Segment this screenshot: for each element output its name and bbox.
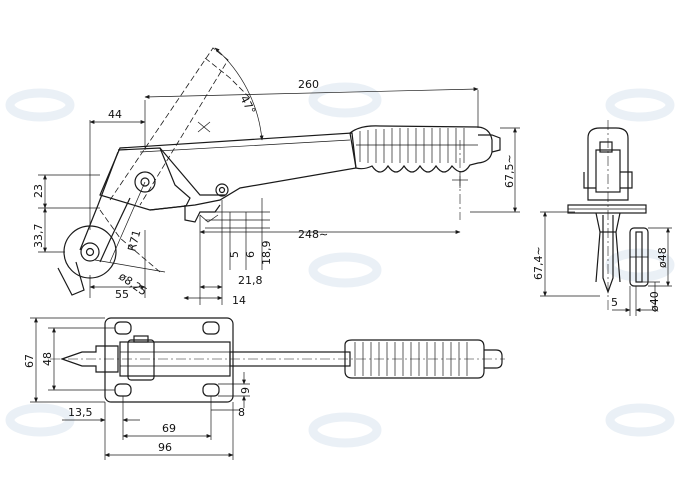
dim-5-side: 5 [228, 251, 241, 258]
dim-69: 69 [162, 422, 176, 435]
dim-21-8: 21,8 [238, 274, 263, 287]
dim-14: 14 [232, 294, 246, 307]
dim-d40: ø40 [648, 291, 661, 312]
dim-44: 44 [108, 108, 122, 121]
plan-view: 67 48 13,5 69 96 9 8 [23, 317, 505, 460]
watermark [5, 82, 675, 448]
dim-9: 9 [239, 387, 252, 394]
dim-d48: ø48 [656, 247, 669, 268]
plan-grip [344, 339, 485, 379]
grip-ribs [356, 128, 478, 163]
lever-body [99, 132, 357, 211]
end-view: 67,4∼ ø48 ø40 5 [532, 120, 672, 316]
dim-8: 8 [238, 406, 245, 419]
dim-r71: R71 [125, 229, 143, 253]
dim-260: 260 [298, 78, 319, 91]
dim-96: 96 [158, 441, 172, 454]
dim-13-5: 13,5 [68, 406, 93, 419]
dim-angle: 47° [237, 93, 258, 116]
side-wheel [63, 225, 117, 279]
dim-67-plan: 67 [23, 354, 36, 368]
dim-55: 55 [115, 288, 129, 301]
dim-248: 248∼ [298, 228, 328, 241]
plan-grip-ribs [354, 342, 468, 376]
dim-48-plan: 48 [41, 352, 54, 366]
dim-33-7: 33,7 [32, 224, 45, 249]
grip [349, 125, 493, 173]
dim-6-side: 6 [244, 251, 257, 258]
dim-23: 23 [32, 184, 45, 198]
dim-67-4: 67,4∼ [532, 246, 545, 280]
dim-67-5: 67,5∼ [503, 154, 516, 188]
mounting-plate [104, 317, 234, 403]
phantom-lever [109, 47, 229, 206]
dim-5-end: 5 [611, 296, 618, 309]
dim-18-9: 18,9 [260, 241, 273, 266]
side-view: 47° 260 44 67,5∼ 23 33,7 R71 ø8,25 248∼ [32, 47, 520, 307]
